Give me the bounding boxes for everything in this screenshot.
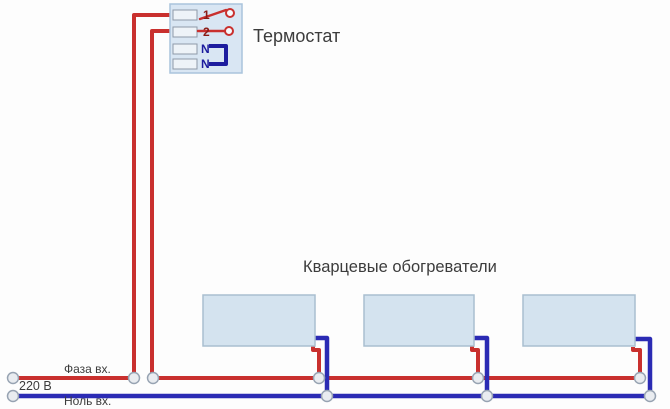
junction-dot xyxy=(471,371,485,385)
phase-wire-to-terminal-1 xyxy=(132,13,173,378)
thermostat-label: Термостат xyxy=(253,26,341,46)
heater-1 xyxy=(202,294,316,347)
terminal-2-label: 2 xyxy=(203,25,210,39)
phase-wire-from-terminal-2 xyxy=(150,29,173,378)
switch-contact-1-icon xyxy=(225,8,235,18)
thermostat-terminal-3 xyxy=(172,43,198,55)
heaters-title: Кварцевые обогреватели xyxy=(303,258,497,276)
neutral-input-terminal-dot xyxy=(6,389,20,403)
junction-dot xyxy=(480,389,494,403)
thermostat-terminal-4 xyxy=(172,58,198,70)
heater-2-phase-drop xyxy=(470,346,480,378)
voltage-label: 220 В xyxy=(19,379,52,393)
thermostat-terminal-2 xyxy=(172,26,198,38)
junction-dot xyxy=(643,389,657,403)
heater-3 xyxy=(522,294,636,347)
switch-contact-2-icon xyxy=(224,26,234,36)
heater-3-neutral-drop xyxy=(635,336,653,396)
terminal-1-label: 1 xyxy=(203,8,210,22)
junction-dot xyxy=(127,371,141,385)
heater-1-neutral-drop xyxy=(315,335,330,396)
switch-blade-icon xyxy=(198,8,228,21)
heater-2-neutral-drop xyxy=(474,335,490,396)
heater-3-phase-drop xyxy=(631,347,642,378)
terminal-4-label: N xyxy=(201,57,210,71)
junction-dot xyxy=(146,371,160,385)
junction-dot xyxy=(320,389,334,403)
phase-input-terminal-dot xyxy=(6,371,20,385)
neutral-jumper xyxy=(209,44,228,66)
junction-dot xyxy=(312,371,326,385)
terminal-3-label: N xyxy=(201,42,210,56)
phase-input-label: Фаза вх. xyxy=(64,362,111,376)
thermostat-terminal-1 xyxy=(172,9,198,21)
junction-dot xyxy=(633,371,647,385)
heater-2 xyxy=(363,294,475,347)
heater-1-phase-drop xyxy=(311,345,321,378)
neutral-input-label: Ноль вх. xyxy=(64,394,112,408)
